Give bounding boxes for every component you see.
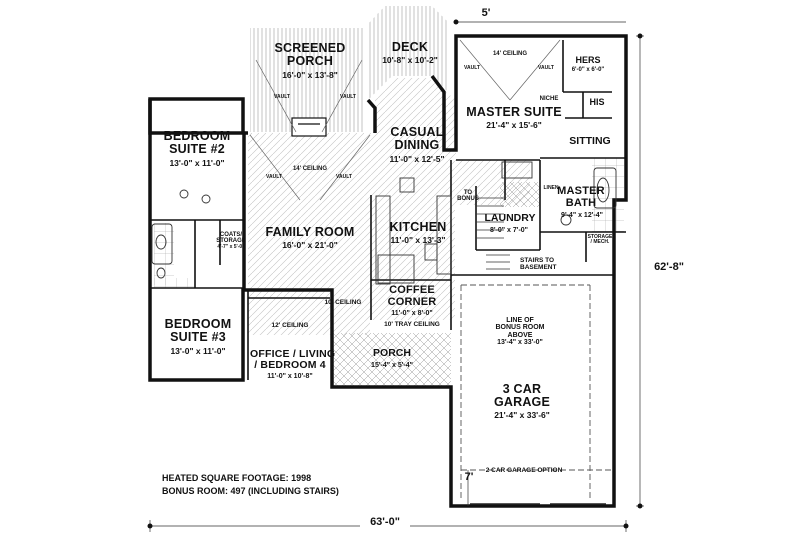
garage-lines (460, 284, 614, 500)
garage-dims: 21'-4" x 33'-6" (494, 410, 550, 420)
bedroom2-label: BEDROOM SUITE #2 (156, 129, 238, 157)
dimension-dots (147, 19, 643, 529)
laundry-dims: 8'-0" x 7'-0" (490, 227, 528, 234)
ten-ceiling-label: 10' CEILING (324, 299, 362, 306)
bath-fixtures (151, 161, 617, 279)
to-bonus-label: TO BONUS (455, 190, 481, 203)
vault-label: VAULT (336, 174, 352, 180)
heated-footage-note: HEATED SQUARE FOOTAGE: 1998 (162, 473, 312, 483)
coffee-corner-name-1: COFFEE (389, 284, 435, 296)
master-bath-name-1: MASTER (557, 185, 605, 197)
to-bonus-line-1: TO (463, 190, 473, 196)
fireplace (291, 117, 327, 137)
kitchen-counters (375, 177, 452, 285)
casual-dining-name-2: DINING (394, 138, 440, 153)
kitchen-name: KITCHEN (389, 220, 447, 234)
coats-storage-line-2: STORAGE (216, 238, 246, 245)
bonus-line-2: BONUS ROOM (495, 324, 545, 332)
vault-label: VAULT (538, 65, 554, 71)
master-bath-dims: 9'-4" x 12'-4" (561, 212, 603, 219)
master-suite-name: MASTER SUITE (466, 105, 562, 119)
to-bonus-line-2: BONUS (457, 196, 479, 203)
garage-name-2: GARAGE (493, 395, 551, 410)
hers-dims: 6'-0" x 6'-0" (571, 67, 605, 73)
coffee-corner-label: COFFEE CORNER (380, 284, 444, 308)
casual-dining-name-1: CASUAL (390, 125, 444, 139)
stairs-line-1: STAIRS TO (520, 257, 555, 264)
office-ceiling: 12' CEILING (271, 322, 309, 329)
garage-option-dim: 7' (464, 471, 474, 483)
porch-dims: 15'-4" x 5'-4" (371, 362, 413, 369)
floor-hatch (154, 78, 624, 335)
top-dimension: 5' (481, 7, 491, 19)
bonus-line-dims: 13'-4" x 33'-0" (497, 339, 543, 347)
right-dimension: 62'-8" (654, 261, 684, 273)
office-name-1: OFFICE / LIVING (250, 348, 336, 360)
master-suite-dims: 21'-4" x 15'-6" (486, 120, 542, 130)
coats-storage-line-1: COATS/ (219, 232, 243, 238)
coffee-corner-dims: 11'-0" x 8'-0" (391, 310, 433, 317)
family-room-name: FAMILY ROOM (265, 225, 355, 239)
bedroom3-label: BEDROOM SUITE #3 (156, 317, 240, 345)
vault-label: VAULT (340, 94, 356, 100)
porch-name: PORCH (373, 347, 411, 359)
coffee-corner-name-2: CORNER (387, 295, 437, 308)
casual-dining-dims: 11'-0" x 12'-5" (389, 154, 445, 164)
porch-deck-floor (250, 6, 451, 387)
master-bath-name-2: BATH (565, 196, 597, 209)
coats-storage-label: COATS/ STORAGE 4'-7" x 5'-0" (214, 232, 248, 250)
stairs-label: STAIRS TO BASEMENT (520, 257, 576, 272)
stairs-lines (476, 197, 510, 270)
casual-dining-label: CASUAL DINING (385, 125, 449, 153)
garage-option: 2 CAR GARAGE OPTION (485, 467, 563, 474)
storage-mech-label: STORAGE / MECH. (582, 234, 618, 246)
screened-porch-label: SCREENED PORCH (262, 41, 358, 69)
office-label: OFFICE / LIVING / BEDROOM 4 (250, 348, 336, 372)
stairs-line-2: BASEMENT (520, 263, 557, 271)
bonus-line-3: ABOVE (507, 331, 533, 339)
screened-porch-name-2: PORCH (286, 54, 334, 69)
garage-name-1: 3 CAR (502, 382, 542, 396)
garage-label: 3 CAR GARAGE (490, 382, 554, 410)
master-suite-ceiling: 14' CEILING (492, 51, 528, 57)
bedroom3-name-2: SUITE #3 (170, 330, 226, 345)
bedroom2-name-2: SUITE #2 (169, 142, 225, 157)
hers-name: HERS (575, 55, 601, 65)
exterior-walls (148, 34, 628, 508)
office-dims: 11'-0" x 10'-8" (267, 373, 313, 380)
kitchen-dims: 11'-0" x 13'-3" (390, 235, 446, 245)
interior-walls (150, 40, 626, 380)
storage-mech-line-1: STORAGE (587, 234, 613, 240)
coats-storage-dims: 4'-7" x 5'-0" (217, 243, 245, 250)
family-room-ceiling: 14' CEILING (292, 166, 328, 172)
vault-label: VAULT (266, 174, 282, 180)
bottom-dimension: 63'-0" (360, 516, 410, 529)
master-bath-label: MASTER BATH (556, 185, 606, 209)
vault-label: VAULT (464, 65, 480, 71)
sitting-name: SITTING (569, 135, 611, 147)
his-name: HIS (589, 97, 605, 107)
bonus-line-1: LINE OF (506, 317, 534, 324)
bonus-line-label: LINE OF BONUS ROOM ABOVE 13'-4" x 33'-0" (485, 317, 555, 346)
niche-label: NICHE (539, 96, 559, 102)
screened-porch-name-1: SCREENED (274, 41, 346, 55)
vault-marks (249, 39, 561, 201)
bedroom3-dims: 13'-0" x 11'-0" (170, 346, 226, 356)
bedroom3-name-1: BEDROOM (164, 317, 232, 331)
deck-dims: 10'-8" x 10'-2" (382, 55, 438, 65)
office-name-2: / BEDROOM 4 (254, 359, 326, 372)
bonus-room-note: BONUS ROOM: 497 (INCLUDING STAIRS) (162, 486, 339, 496)
coffee-corner-ceiling: 10' TRAY CEILING (384, 321, 440, 328)
bedroom2-name-1: BEDROOM (163, 129, 231, 143)
family-room-dims: 16'-0" x 21'-0" (282, 240, 338, 250)
screened-porch-dims: 16'-0" x 13'-8" (282, 70, 338, 80)
vault-label: VAULT (274, 94, 290, 100)
deck-name: DECK (391, 40, 429, 54)
linen-label: LINEN (543, 185, 559, 191)
storage-mech-line-2: / MECH. (590, 239, 610, 246)
laundry-name: LAUNDRY (484, 212, 536, 224)
bedroom2-dims: 13'-0" x 11'-0" (169, 158, 225, 168)
